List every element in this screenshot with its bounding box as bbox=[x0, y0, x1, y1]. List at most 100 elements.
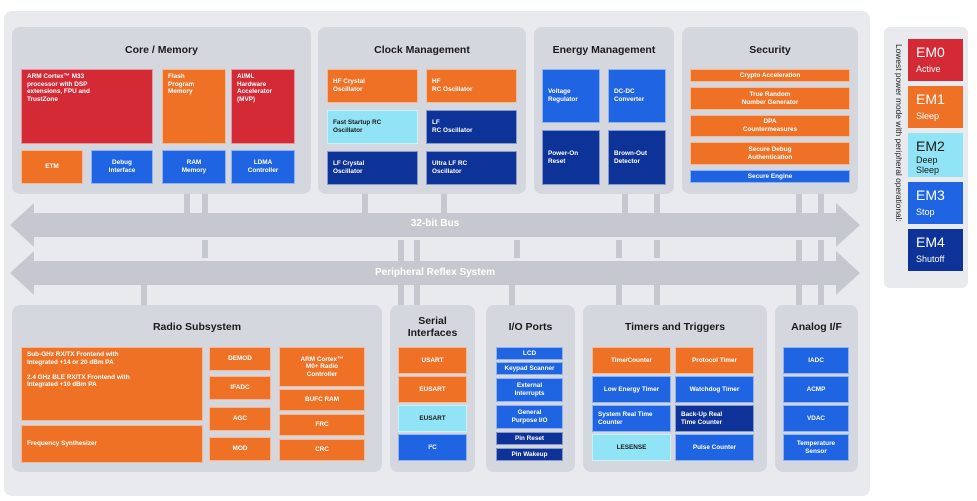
connector bbox=[184, 194, 190, 214]
mode-name: EM1 bbox=[916, 91, 945, 107]
etm-block: ETM bbox=[21, 150, 83, 184]
mode-name: EM0 bbox=[916, 44, 945, 60]
legend-em0: EM0 Active bbox=[908, 39, 963, 81]
peripheral-reflex-bus: Peripheral Reflex System bbox=[10, 251, 860, 295]
frc-block: FRC bbox=[279, 414, 365, 436]
main-bus-label: 32-bit Bus bbox=[410, 218, 460, 229]
clock-management-panel: Clock Management HF Crystal Oscillator H… bbox=[318, 27, 526, 194]
lf-crystal-oscillator-block: LF Crystal Oscillator bbox=[327, 151, 418, 185]
legend-em3: EM3 Stop bbox=[908, 182, 963, 224]
connector bbox=[818, 194, 824, 214]
security-panel: Security Crypto Acceleration True Random… bbox=[682, 27, 858, 194]
ldma-controller-block: LDMA Controller bbox=[231, 150, 295, 184]
i2c-block: I²C bbox=[398, 434, 467, 461]
ram-memory-block: RAM Memory bbox=[162, 150, 226, 184]
connector bbox=[514, 240, 520, 258]
rf-frontend-block: Sub-GHz RX/TX Frontend with Integrated +… bbox=[21, 347, 203, 421]
time-counter-block: Time/Counter bbox=[592, 347, 671, 374]
mode-label: Stop bbox=[916, 207, 935, 217]
legend-em1: EM1 Sleep bbox=[908, 86, 963, 128]
lf-rc-oscillator-block: LF RC Oscillator bbox=[426, 110, 517, 144]
panel-title: Timers and Triggers bbox=[624, 321, 726, 333]
temperature-sensor-block: Temperature Sensor bbox=[783, 434, 849, 461]
panel-title: Security bbox=[749, 44, 791, 56]
mode-label: Shutoff bbox=[916, 254, 945, 264]
watchdog-timer-block: Watchdog Timer bbox=[675, 376, 754, 403]
pin-wakeup-block: Pin Wakeup bbox=[496, 448, 563, 461]
general-purpose-io-block: General Purpose I/O bbox=[496, 405, 563, 429]
low-energy-timer-block: Low Energy Timer bbox=[592, 376, 671, 403]
secure-debug-authentication-block: Secure Debug Authentication bbox=[690, 142, 850, 165]
vdac-block: VDAC bbox=[783, 405, 849, 432]
connector bbox=[202, 240, 208, 258]
iadc-block: IADC bbox=[783, 347, 849, 374]
mode-label: Deep Sleep bbox=[916, 155, 940, 175]
secure-engine-block: Secure Engine bbox=[690, 170, 850, 183]
panel-title: Clock Management bbox=[374, 44, 470, 56]
panel-title: Analog I/F bbox=[791, 321, 842, 333]
connector bbox=[654, 240, 660, 258]
dpa-countermeasures-block: DPA Countermeasures bbox=[690, 115, 850, 137]
ai-accelerator-block: AI/ML Hardware Accelerator (MVP) bbox=[231, 69, 295, 144]
panel-title: Serial Interfaces bbox=[407, 315, 458, 339]
demod-block: DEMOD bbox=[209, 347, 271, 371]
voltage-regulator-block: Voltage Regulator bbox=[542, 69, 600, 123]
bufc-ram-block: BUFC RAM bbox=[279, 389, 365, 411]
agc-block: AGC bbox=[209, 407, 271, 431]
eusart-block: EUSART bbox=[398, 405, 467, 432]
panel-title: I/O Ports bbox=[508, 321, 553, 333]
protocol-timer-block: Protocol Timer bbox=[675, 347, 754, 374]
dc-dc-converter-block: DC-DC Converter bbox=[608, 69, 666, 123]
connector bbox=[141, 285, 147, 305]
brown-out-detector-block: Brown-Out Detector bbox=[608, 130, 666, 185]
power-on-reset-block: Power-On Reset bbox=[542, 130, 600, 185]
pulse-counter-block: Pulse Counter bbox=[675, 434, 754, 461]
serial-interfaces-panel: Serial Interfaces USART EUSART EUSART I²… bbox=[390, 305, 475, 472]
energy-management-panel: Energy Management Voltage Regulator DC-D… bbox=[534, 27, 674, 194]
bus-arrow-shape bbox=[10, 251, 860, 295]
connector bbox=[796, 194, 802, 214]
connector bbox=[654, 194, 660, 214]
radio-subsystem-panel: Radio Subsystem Sub-GHz RX/TX Frontend w… bbox=[12, 305, 382, 472]
legend-em4: EM4 Shutoff bbox=[908, 229, 963, 271]
debug-interface-block: Debug Interface bbox=[91, 150, 153, 184]
hf-crystal-oscillator-block: HF Crystal Oscillator bbox=[327, 69, 418, 103]
panel-title: Energy Management bbox=[552, 44, 656, 56]
connector bbox=[616, 240, 622, 258]
eusart-block: EUSART bbox=[398, 376, 467, 403]
connector bbox=[622, 194, 628, 214]
panel-title: Core / Memory bbox=[125, 44, 198, 56]
connector bbox=[654, 285, 660, 305]
radio-controller-block: ARM Cortex™ M0+ Radio Controller bbox=[279, 347, 365, 387]
mode-label: Sleep bbox=[916, 111, 940, 121]
connector bbox=[202, 194, 208, 214]
prs-bus-label: Peripheral Reflex System bbox=[374, 267, 496, 278]
flash-memory-block: Flash Program Memory bbox=[162, 69, 226, 144]
io-ports-panel: I/O Ports LCD Keypad Scanner External In… bbox=[486, 305, 575, 472]
cpu-block: ARM Cortex™ M33 processor with DSP exten… bbox=[21, 69, 153, 144]
connector bbox=[616, 285, 622, 305]
mod-block: MOD bbox=[209, 437, 271, 461]
connector bbox=[441, 194, 447, 214]
ultra-lf-rc-oscillator-block: Ultra LF RC Oscillator bbox=[426, 151, 517, 185]
hf-rc-oscillator-block: HF RC Oscillator bbox=[426, 69, 517, 103]
external-interrupts-block: External Interrupts bbox=[496, 378, 563, 402]
lesense-block: LESENSE bbox=[592, 434, 671, 461]
bus-arrow-shape bbox=[10, 203, 860, 247]
frequency-synthesizer-block: Frequency Synthesizer bbox=[21, 425, 203, 463]
mode-name: EM3 bbox=[916, 187, 945, 203]
pin-reset-block: Pin Reset bbox=[496, 432, 563, 445]
fast-startup-rc-oscillator-block: Fast Startup RC Oscillator bbox=[327, 110, 418, 144]
crypto-acceleration-block: Crypto Acceleration bbox=[690, 69, 850, 82]
legend-caption: Lowest power mode with peripheral operat… bbox=[894, 44, 904, 222]
true-random-number-generator-block: True Random Number Generator bbox=[690, 87, 850, 110]
system-real-time-counter-block: System Real Time Counter bbox=[592, 405, 671, 432]
mode-name: EM4 bbox=[916, 234, 945, 250]
mode-name: EM2 bbox=[916, 138, 945, 154]
acmp-block: ACMP bbox=[783, 376, 849, 403]
ifadc-block: IFADC bbox=[209, 376, 271, 400]
panel-title: Radio Subsystem bbox=[152, 321, 242, 333]
analog-if-panel: Analog I/F IADC ACMP VDAC Temperature Se… bbox=[775, 305, 858, 472]
connector bbox=[362, 194, 368, 214]
usart-block: USART bbox=[398, 347, 467, 374]
